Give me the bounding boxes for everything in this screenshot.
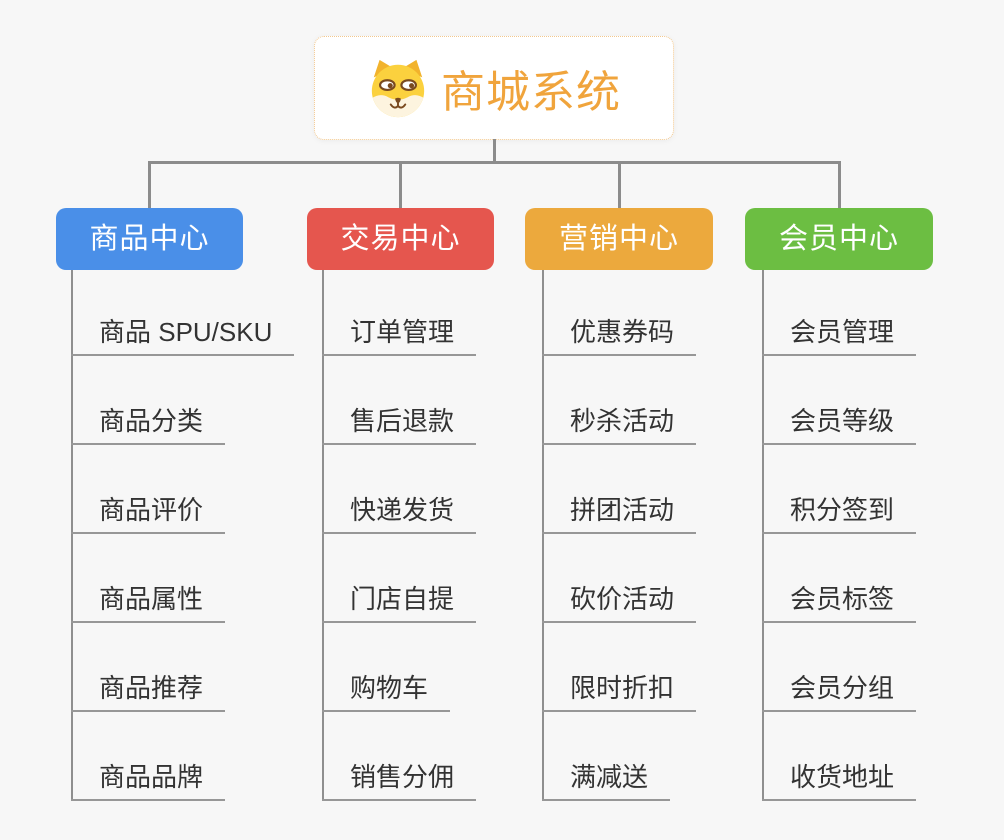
- connector-horizontal-rail: [148, 161, 841, 164]
- leaf-item-sales-commission[interactable]: 销售分佣: [322, 762, 477, 801]
- connector-root-stub: [493, 139, 496, 163]
- leaf-item-coupon-code[interactable]: 优惠券码: [542, 317, 697, 356]
- root-title: 商城系统: [441, 68, 621, 117]
- leaf-item-shopping-cart[interactable]: 购物车: [322, 673, 451, 712]
- root-node[interactable]: 商城系统: [314, 36, 674, 140]
- branch-column-marketing: 优惠券码 秒杀活动 拼团活动 砍价活动 限时折扣 满减送: [542, 270, 772, 801]
- leaf-item-store-pickup[interactable]: 门店自提: [322, 584, 477, 623]
- leaf-item-product-attribute[interactable]: 商品属性: [71, 584, 226, 623]
- leaf-item-aftersale-refund[interactable]: 售后退款: [322, 406, 477, 445]
- connector-drop-member: [838, 161, 841, 208]
- connector-drop-trade: [399, 161, 402, 208]
- leaf-item-member-tag[interactable]: 会员标签: [762, 584, 917, 623]
- leaf-item-points-checkin[interactable]: 积分签到: [762, 495, 917, 534]
- leaf-item-product-brand[interactable]: 商品品牌: [71, 762, 226, 801]
- leaf-item-express-shipping[interactable]: 快递发货: [322, 495, 477, 534]
- leaf-item-product-recommend[interactable]: 商品推荐: [71, 673, 226, 712]
- branch-column-trade: 订单管理 售后退款 快递发货 门店自提 购物车 销售分佣: [322, 270, 552, 801]
- leaf-item-spend-save[interactable]: 满减送: [542, 762, 671, 801]
- branch-column-product: 商品 SPU/SKU 商品分类 商品评价 商品属性 商品推荐 商品品牌: [71, 270, 301, 801]
- branch-header-member[interactable]: 会员中心: [745, 208, 933, 270]
- leaf-item-member-group[interactable]: 会员分组: [762, 673, 917, 712]
- connector-drop-marketing: [618, 161, 621, 208]
- leaf-item-flash-sale[interactable]: 秒杀活动: [542, 406, 697, 445]
- leaf-item-product-category[interactable]: 商品分类: [71, 406, 226, 445]
- leaf-item-member-management[interactable]: 会员管理: [762, 317, 917, 356]
- branch-header-marketing[interactable]: 营销中心: [525, 208, 713, 270]
- connector-drop-product: [148, 161, 151, 208]
- leaf-item-member-level[interactable]: 会员等级: [762, 406, 917, 445]
- leaf-item-product-review[interactable]: 商品评价: [71, 495, 226, 534]
- branch-column-member: 会员管理 会员等级 积分签到 会员标签 会员分组 收货地址: [762, 270, 992, 801]
- shiba-dog-icon: [371, 59, 425, 118]
- leaf-item-bargain-activity[interactable]: 砍价活动: [542, 584, 697, 623]
- branch-header-product[interactable]: 商品中心: [56, 208, 243, 270]
- leaf-item-shipping-address[interactable]: 收货地址: [762, 762, 917, 801]
- leaf-item-order-management[interactable]: 订单管理: [322, 317, 477, 356]
- leaf-item-limited-discount[interactable]: 限时折扣: [542, 673, 697, 712]
- branch-header-trade[interactable]: 交易中心: [307, 208, 494, 270]
- leaf-item-group-buy[interactable]: 拼团活动: [542, 495, 697, 534]
- leaf-item-product-spu-sku[interactable]: 商品 SPU/SKU: [71, 317, 295, 356]
